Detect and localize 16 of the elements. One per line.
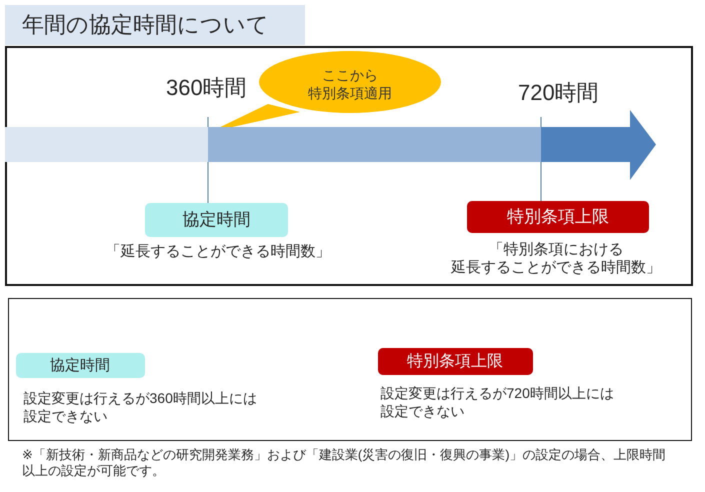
description-text: 設定変更は行えるが720時間以上には設定できない (380, 384, 615, 420)
label-box: 特別条項上限 (467, 201, 649, 233)
description-text: 「延長することができる時間数」 (104, 242, 332, 262)
bubble-text: ここから特別条項適用 (307, 66, 393, 102)
tick-label: 360時間 (166, 74, 247, 102)
leader-line (540, 162, 542, 202)
footnote: ※「新技術・新商品などの研究開発業務」および「建設業(災害の復旧・復興の事業)」の設定の場合、上限時間以上の設定が可能です。 (22, 447, 666, 479)
label-box: 特別条項上限 (378, 348, 532, 374)
label-box: 協定時間 (145, 203, 288, 237)
panel (8, 298, 692, 441)
description-text: 設定変更は行えるが360時間以上には設定できない (24, 388, 258, 424)
title-banner: 年間の協定時間について (5, 5, 305, 45)
label-box: 協定時間 (16, 352, 144, 378)
tick-label: 720時間 (518, 79, 599, 107)
panel (5, 46, 693, 286)
description-text: 「特別条項における延長することができる時間数」 (450, 241, 662, 277)
